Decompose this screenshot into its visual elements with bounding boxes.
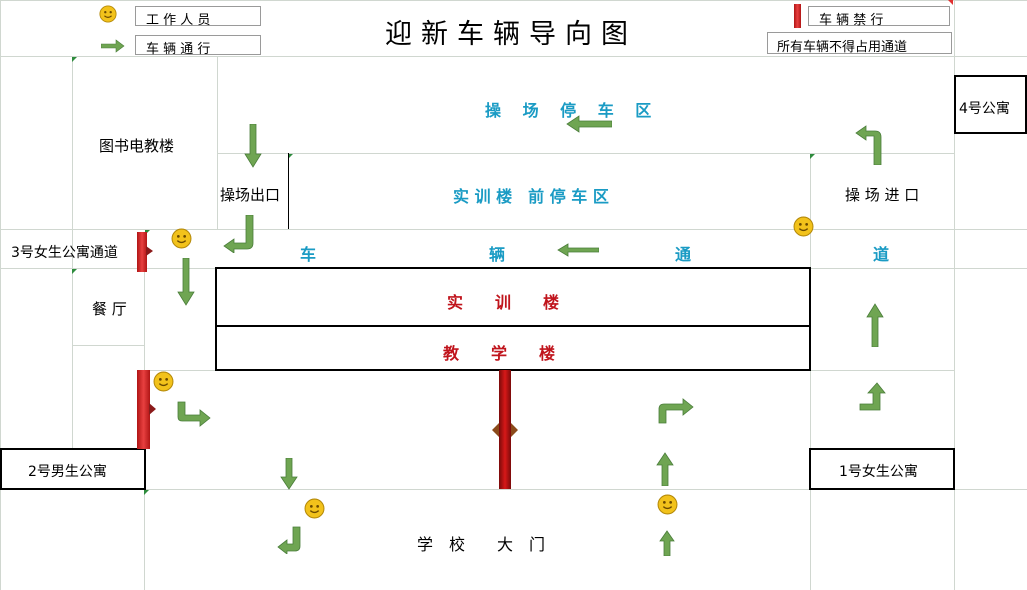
corner-mark	[72, 269, 77, 274]
teaching-building-label: 教 学 楼	[443, 344, 556, 363]
legend-staff-box: 工 作 人 员	[135, 6, 261, 28]
corner-mark	[144, 490, 149, 495]
training-building-label: 实 训 楼	[447, 293, 560, 312]
barrier-tip-icon	[149, 403, 156, 415]
boys2-label: 2号男生公寓	[28, 464, 107, 480]
arrow-turn-right-icon	[658, 398, 694, 424]
grid-line	[0, 229, 1027, 230]
barrier-tip-icon	[146, 246, 153, 256]
grid-line	[0, 489, 1027, 490]
arrow-left-icon	[566, 115, 612, 133]
legend-ban-box: 车 辆 禁 行	[808, 6, 950, 28]
arrow-up-icon	[656, 452, 674, 486]
staff-smiley-icon	[99, 5, 117, 23]
grid-line	[217, 56, 218, 230]
apt4-label: 4号公寓	[959, 101, 1010, 117]
barrier-girls3-icon	[137, 232, 147, 272]
arrow-turn-up-left-icon	[855, 125, 882, 165]
staff-smiley-icon	[657, 494, 678, 515]
legend-pass-label: 车 辆 通 行	[146, 42, 211, 57]
school-gate-label: 学 校 大 门	[417, 535, 546, 554]
staff-smiley-icon	[793, 216, 814, 237]
grid-line	[217, 153, 954, 154]
legend-ban-label: 车 辆 禁 行	[819, 13, 884, 28]
arrow-turn-left-icon	[223, 215, 254, 253]
arrow-down-icon	[280, 458, 298, 490]
corner-mark	[810, 154, 815, 159]
staff-smiley-icon	[153, 371, 174, 392]
corner-mark	[145, 230, 150, 235]
arrow-left-icon	[557, 243, 599, 257]
legend-pass-arrow-icon	[101, 39, 125, 53]
barrier-boys2-icon	[137, 370, 150, 449]
arrow-down-icon	[177, 258, 195, 306]
arrow-down-icon	[244, 124, 262, 168]
staff-smiley-icon	[304, 498, 325, 519]
corner-mark	[72, 57, 77, 62]
grid-line	[0, 56, 1027, 57]
girls1-box: 1号女生公寓	[809, 448, 955, 490]
apt4-box: 4号公寓	[954, 75, 1027, 134]
arrow-turn-left-icon	[277, 526, 301, 554]
legend-staff-label: 工 作 人 员	[146, 13, 211, 28]
exit-divider	[288, 153, 289, 229]
road-label-2: 辆	[489, 245, 506, 264]
girls3-label: 3号女生公寓通道	[11, 245, 118, 261]
teaching-building-box: 教 学 楼	[215, 325, 811, 371]
arrow-up-icon	[659, 530, 675, 556]
playground-entrance-label: 操 场 进 口	[845, 186, 920, 204]
grid-line	[72, 345, 144, 346]
legend-no-occupy-label: 所有车辆不得占用通道	[777, 40, 908, 55]
training-building-box: 实 训 楼	[215, 267, 811, 327]
staff-smiley-icon	[171, 228, 192, 249]
legend-no-occupy-box: 所有车辆不得占用通道	[767, 32, 952, 55]
page-title: 迎新车辆导向图	[385, 19, 637, 50]
boys2-box: 2号男生公寓	[0, 448, 146, 490]
corner-mark	[948, 0, 953, 5]
grid-line	[810, 153, 811, 590]
barrier-tip-icon	[492, 423, 518, 437]
canteen-label: 餐 厅	[92, 300, 127, 318]
playground-exit-label: 操场出口	[220, 186, 281, 204]
training-parking-label: 实 训 楼 前 停 车 区	[453, 187, 609, 206]
grid-line	[0, 0, 1027, 1]
arrow-up-icon	[866, 303, 884, 347]
road-label-1: 车	[300, 245, 317, 264]
grid-line	[0, 0, 1, 590]
arrow-turn-up-icon	[859, 382, 886, 411]
grid-line	[954, 0, 955, 590]
playground-parking-label: 操 场 停 车 区	[485, 101, 652, 120]
corner-mark	[288, 154, 293, 159]
library-label: 图书电教楼	[99, 137, 175, 155]
legend-ban-barrier-icon	[794, 4, 801, 28]
legend-pass-box: 车 辆 通 行	[135, 35, 261, 57]
barrier-center-icon	[499, 370, 511, 489]
road-label-3: 通	[675, 245, 692, 264]
girls1-label: 1号女生公寓	[839, 464, 918, 480]
arrow-turn-right-icon	[177, 401, 211, 427]
road-label-4: 道	[873, 245, 890, 264]
grid-line	[72, 56, 73, 449]
